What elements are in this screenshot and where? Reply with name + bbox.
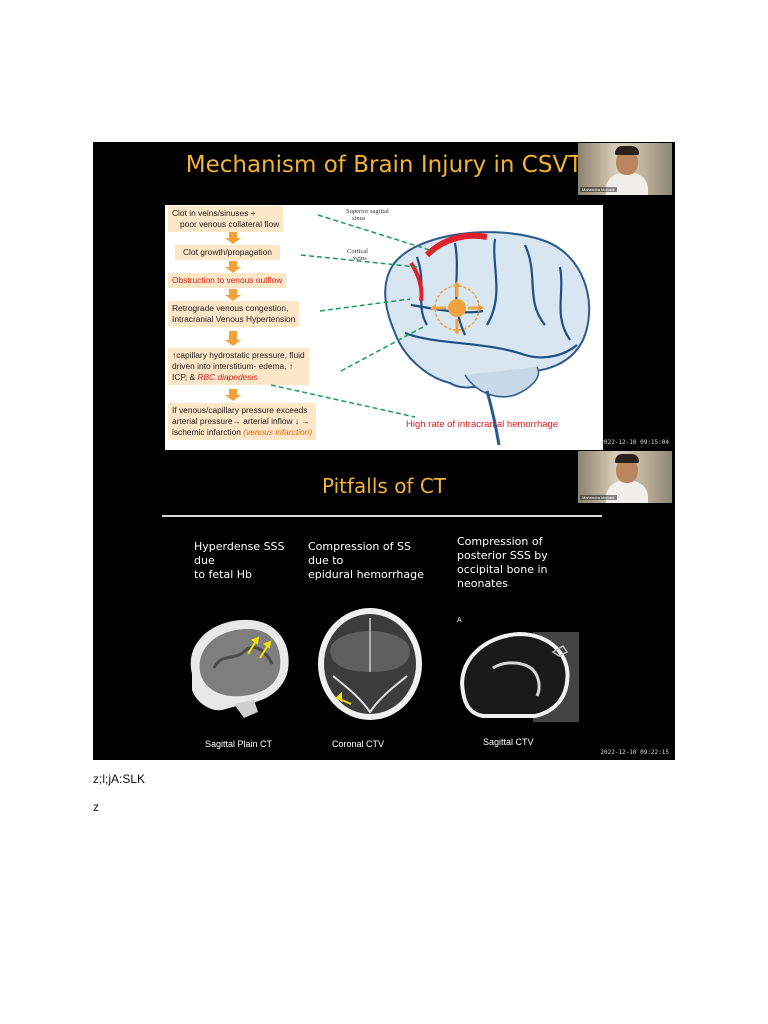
caption-hyperdense-sss: Hyperdense SSS due to fetal Hb <box>194 540 285 582</box>
caption-text: epidural hemorrhage <box>308 568 424 581</box>
flow-box-text: ↑capillary hydrostatic pressure, fluid <box>172 350 305 360</box>
caption-text: neonates <box>457 577 508 590</box>
caption-text: Hyperdense SSS <box>194 540 285 553</box>
flow-box-text: poor venous collateral flow <box>180 219 280 229</box>
flow-box-growth: Clot growth/propagation <box>175 245 280 260</box>
flow-box-text: ischemic infarction (venous infarction) <box>172 427 312 438</box>
venous-infarction-text: (venous infarction) <box>243 427 313 437</box>
recording-timestamp: 2022-12-10 09:15:04 <box>600 439 669 446</box>
flow-box-text: Retrograde venous congestion, <box>172 303 289 313</box>
presenter-hair <box>615 454 639 463</box>
flow-box-capillary: ↑capillary hydrostatic pressure, fluid d… <box>168 348 309 385</box>
sss-label-text: Superior sagittal <box>346 208 389 215</box>
presenter-head <box>616 457 638 483</box>
presenter-shirt <box>606 481 648 503</box>
coronal-ctv-image <box>318 608 422 720</box>
image-label-sagittal-ctv: Sagittal CTV <box>483 737 534 747</box>
flow-box-text: Obstruction to venous outflow <box>172 275 283 285</box>
sagittal-ctv-image <box>460 631 579 722</box>
sagittal-plain-ct-image <box>190 619 289 718</box>
connector-dashed-lines <box>270 214 434 418</box>
caption-text: to fetal Hb <box>194 568 253 581</box>
presenter-name: Mahendra Moharir <box>580 495 617 500</box>
brain-illustration <box>270 214 591 446</box>
presenter-hair <box>615 146 639 155</box>
sss-label: Superior sagittal sinus <box>346 208 389 222</box>
flow-box-text: ICP, & RBC diapedesis <box>172 372 305 383</box>
caption-text: occipital bone in <box>457 563 548 576</box>
image-label-coronal-ctv: Coronal CTV <box>332 739 385 749</box>
cortical-label-text: veins <box>353 255 367 262</box>
cortical-label-text: Cortical <box>347 248 368 255</box>
document-text-line: z;l;jA:SLK <box>93 772 146 786</box>
hemorrhage-label: High rate of intracranial hemorrhage <box>406 419 559 430</box>
flow-box-clot: Clot in veins/sinuses + poor venous coll… <box>168 206 284 232</box>
slide-title: Pitfalls of CT <box>321 474 447 498</box>
rbc-diapedesis-text: RBC diapedesis <box>197 372 258 382</box>
presenter-webcam: Mahendra Moharir <box>578 143 672 195</box>
flow-box-venous-infarction: If venous/capillary pressure exceeds art… <box>168 403 317 440</box>
flow-box-text: arterial pressure→ arterial inflow ↓ → <box>172 416 310 426</box>
caption-text: posterior SSS by <box>457 549 548 562</box>
slide-title: Mechanism of Brain Injury in CSVT <box>185 152 583 178</box>
flow-box-text: Intracranial Venous Hypertension <box>172 314 296 324</box>
image-label-sagittal-plain-ct: Sagittal Plain CT <box>205 739 273 749</box>
title-divider <box>162 515 602 517</box>
panel-tag: A <box>457 617 462 624</box>
flow-box-text: Clot growth/propagation <box>183 247 272 257</box>
presenter-shirt <box>606 173 648 195</box>
flow-box-obstruction: Obstruction to venous outflow <box>168 273 287 288</box>
caption-text: due to <box>308 554 344 567</box>
brain-shape <box>384 231 591 446</box>
mechanism-panel: Clot in veins/sinuses + poor venous coll… <box>165 205 603 450</box>
slide-brain-injury-mechanism: Mechanism of Brain Injury in CSVT Mahend… <box>93 142 675 450</box>
caption-compression-posterior-sss: Compression of posterior SSS by occipita… <box>457 535 548 591</box>
flow-box-retrograde: Retrograde venous congestion, Intracrani… <box>168 301 300 327</box>
slide-pitfalls-of-ct: Pitfalls of CT Mahendra Moharir Hyperden… <box>93 450 675 760</box>
presenter-head <box>616 149 638 175</box>
flow-box-text-part: ischemic infarction <box>172 427 244 437</box>
pressure-center <box>430 281 484 335</box>
recording-timestamp: 2022-12-10 09:22:15 <box>600 749 669 756</box>
sss-clot-red <box>424 232 488 258</box>
document-text-line: z <box>93 800 99 814</box>
presenter-name: Mahendra Moharir <box>580 187 617 192</box>
flow-box-text-part: ICP, & <box>172 372 198 382</box>
sss-label-text: sinus <box>352 215 366 222</box>
flow-box-text: Clot in veins/sinuses + <box>172 208 256 218</box>
caption-text: Compression of SS <box>308 540 411 553</box>
cortical-veins-label: Cortical veins <box>347 248 368 262</box>
flow-box-text: If venous/capillary pressure exceeds <box>172 405 308 415</box>
caption-compression-ss: Compression of SS due to epidural hemorr… <box>308 540 424 582</box>
caption-text: due <box>194 554 215 567</box>
presenter-webcam: Mahendra Moharir <box>578 451 672 503</box>
flow-box-text: driven into interstitium- edema, ↑ <box>172 361 294 371</box>
caption-text: Compression of <box>457 535 543 548</box>
